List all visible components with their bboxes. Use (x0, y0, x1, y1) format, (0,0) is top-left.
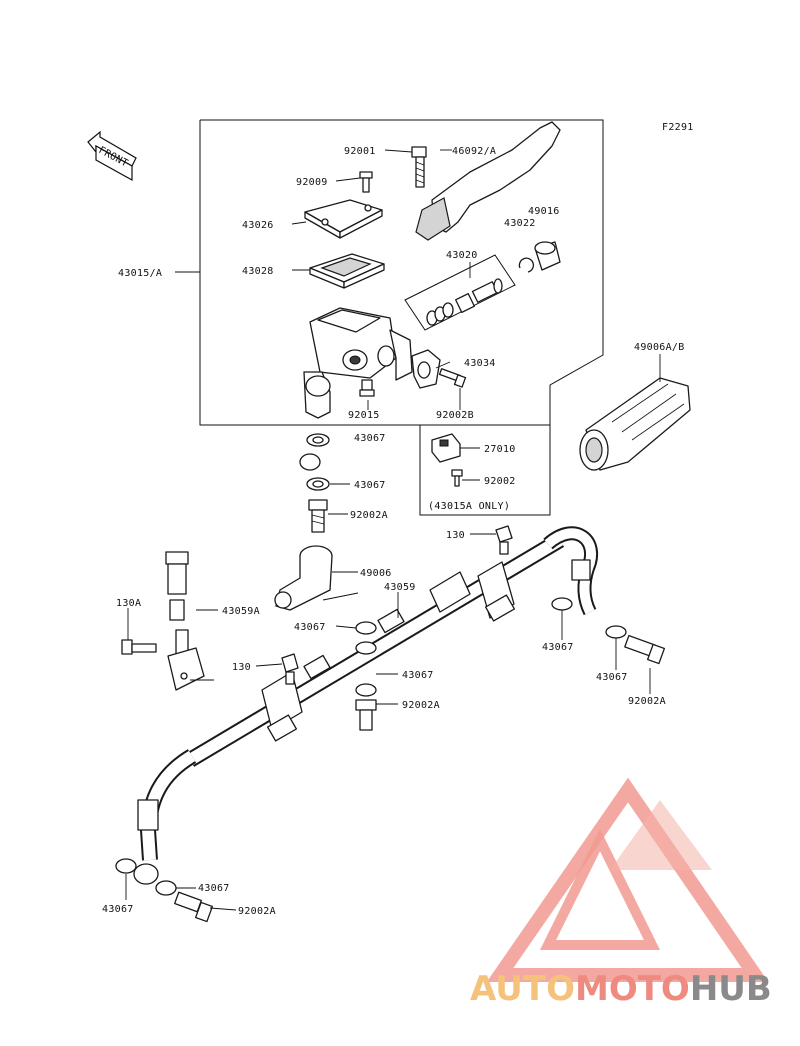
washer-43067-low (115, 858, 137, 874)
label-92002a-3: 92002A (402, 700, 440, 711)
label-43028: 43028 (242, 266, 274, 277)
bolt-92002b (438, 368, 467, 388)
label-43067-b: 43067 (354, 480, 386, 491)
washer-hole-b (312, 480, 324, 488)
dust-boot-49016 (534, 241, 561, 271)
screw-92009 (359, 171, 373, 193)
label-130-top: 130 (446, 530, 465, 541)
label-43067-g: 43067 (198, 883, 230, 894)
washer-43067-mid (355, 621, 377, 635)
washer-43067-low2 (155, 880, 177, 896)
label-43067-top: 43067 (354, 433, 386, 444)
banjo-bolt-92002a-low (174, 891, 214, 923)
label-92001: 92001 (344, 146, 376, 157)
label-43015a: 43015/A (118, 268, 162, 279)
label-43022: 43022 (504, 218, 536, 229)
washer-43067-mid2 (355, 641, 377, 655)
label-92009: 92009 (296, 177, 328, 188)
label-92002b: 92002B (436, 410, 474, 421)
banjo-bolt-92002a-1 (308, 499, 328, 533)
part-labels: 92001 46092/A 92009 43026 49016 43022 43… (102, 146, 685, 917)
diaphragm (309, 253, 385, 289)
label-43067-f: 43067 (596, 672, 628, 683)
label-130-mid: 130 (232, 662, 251, 673)
grip-49006ab (579, 377, 691, 471)
leader-lines (125, 149, 661, 911)
assembly-boundary (199, 119, 604, 426)
brake-hose-lower (133, 749, 197, 885)
washer-43067-right (551, 597, 573, 611)
bolt-92001 (411, 146, 427, 188)
label-130a: 130A (116, 598, 141, 609)
bolt-130-top (495, 525, 513, 555)
sub-assembly-boundary (419, 424, 551, 516)
svg-text:AUTOMOTOHUB: AUTOMOTOHUB (470, 969, 772, 1009)
label-46092a: 46092/A (452, 146, 496, 157)
label-49006ab: 49006A/B (634, 342, 685, 353)
banjo-bolt-92002a-right (624, 634, 666, 665)
piston-kit (404, 254, 516, 331)
label-43020: 43020 (446, 250, 478, 261)
banjo-bolt-92002a-mid (355, 699, 377, 731)
watermark-hub: HUB (690, 969, 772, 1009)
label-43067-d: 43067 (542, 642, 574, 653)
label-92002a-2: 92002A (628, 696, 666, 707)
label-43067-c: 43067 (294, 622, 326, 633)
brake-lever (415, 121, 561, 241)
label-92002-box: 92002 (484, 476, 516, 487)
bolt-130a (121, 639, 157, 655)
washer-43067-right2 (605, 625, 627, 639)
screw-92002 (451, 469, 463, 487)
label-92002a-1: 92002A (350, 510, 388, 521)
bolt-130-mid (281, 653, 299, 685)
washer-hole-a (312, 436, 324, 444)
label-49016: 49016 (528, 206, 560, 217)
label-note-43015a-only: (43015A ONLY) (428, 501, 510, 512)
label-92015: 92015 (348, 410, 380, 421)
figure-code: F2291 (662, 122, 694, 133)
washer-43067-mid3 (355, 683, 377, 697)
master-cylinder-body (303, 307, 413, 419)
front-arrow-icon: FRONT (87, 130, 137, 182)
label-49006: 49006 (360, 568, 392, 579)
watermark-auto: AUTO (470, 969, 575, 1009)
label-43026: 43026 (242, 220, 274, 231)
watermark-moto: MOTO (575, 969, 690, 1009)
circlip-43022 (518, 257, 535, 273)
label-27010: 27010 (484, 444, 516, 455)
label-43059: 43059 (384, 582, 416, 593)
adapter-49006 (274, 545, 333, 611)
switch-27010 (431, 433, 461, 463)
watermark-logo: AUTOMOTOHUB (470, 777, 772, 1009)
clamp-43034 (411, 349, 441, 389)
reservoir-cap (304, 199, 383, 239)
brake-hose-upper (165, 453, 321, 621)
label-43067-h: 43067 (102, 904, 134, 915)
label-92002a-4: 92002A (238, 906, 276, 917)
pipe-43059a (167, 629, 205, 691)
label-43059a: 43059A (222, 606, 260, 617)
brake-hose-right (543, 526, 599, 616)
bolt-92015 (359, 379, 375, 397)
label-43067-e: 43067 (402, 670, 434, 681)
label-43034: 43034 (464, 358, 496, 369)
